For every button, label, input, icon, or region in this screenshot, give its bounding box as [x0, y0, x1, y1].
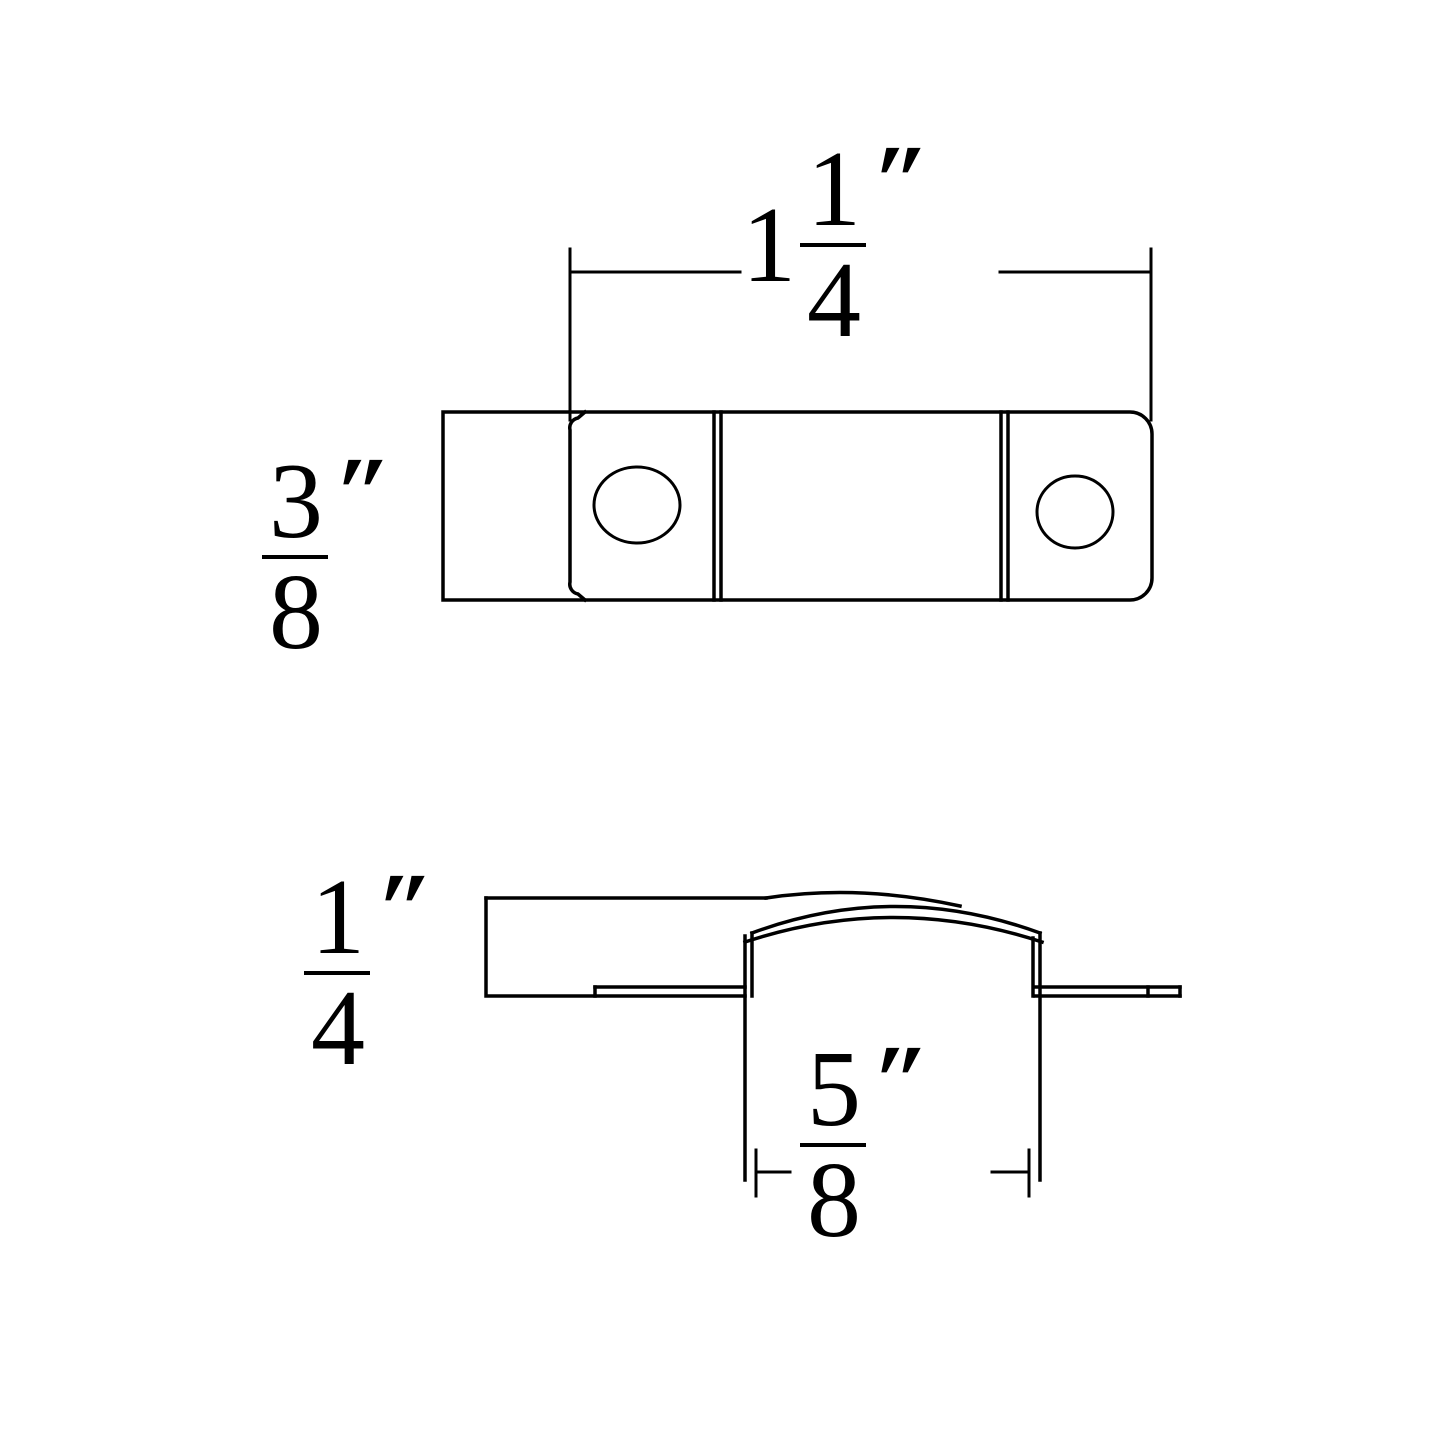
plate-outline — [441, 410, 1154, 602]
fraction-bar — [262, 555, 328, 560]
front-view-geometry — [484, 890, 1182, 1182]
fraction-bar — [800, 1143, 866, 1148]
inch-mark-icon: ″ — [367, 852, 438, 967]
arch-left-tangent — [764, 890, 963, 909]
fraction-bar — [800, 243, 866, 248]
fraction-numerator: 1 — [807, 130, 861, 249]
dimension-label-profile-depth: 1 4 ″ — [304, 852, 438, 1089]
fraction-numerator: 5 — [807, 1030, 861, 1149]
fraction: 1 4 — [800, 130, 866, 361]
dimension-overall-width — [568, 247, 1153, 422]
mounting-hole-left — [592, 465, 682, 545]
inch-mark-icon: ″ — [863, 1024, 934, 1139]
fraction-denominator: 8 — [807, 1141, 861, 1261]
fraction: 1 4 — [304, 858, 370, 1089]
fraction-bar — [304, 971, 370, 976]
whole-number: 1 — [742, 185, 796, 305]
fraction-denominator: 8 — [269, 553, 323, 673]
fraction-numerator: 3 — [269, 442, 323, 561]
fraction-denominator: 4 — [807, 241, 861, 361]
inch-mark-icon: ″ — [325, 436, 396, 551]
top-view-geometry — [441, 409, 1154, 603]
fraction: 5 8 — [800, 1030, 866, 1261]
dimension-label-overall-width: 1 1 4 ″ — [742, 124, 934, 361]
bend-line-left — [568, 409, 588, 603]
dimension-label-strap-height: 3 8 ″ — [262, 436, 396, 673]
fraction-denominator: 4 — [311, 969, 365, 1089]
fraction-numerator: 1 — [311, 858, 365, 977]
dimension-arch-width — [754, 1148, 1031, 1198]
dimension-label-arch-opening-width: 5 8 ″ — [800, 1024, 934, 1261]
left-flange-body — [484, 896, 747, 998]
inch-mark-icon: ″ — [863, 124, 934, 239]
arch-inner-curve — [742, 915, 1045, 945]
mounting-hole-right — [1035, 474, 1115, 550]
fraction: 3 8 — [262, 442, 328, 673]
arch-outer-curve — [749, 904, 1043, 936]
